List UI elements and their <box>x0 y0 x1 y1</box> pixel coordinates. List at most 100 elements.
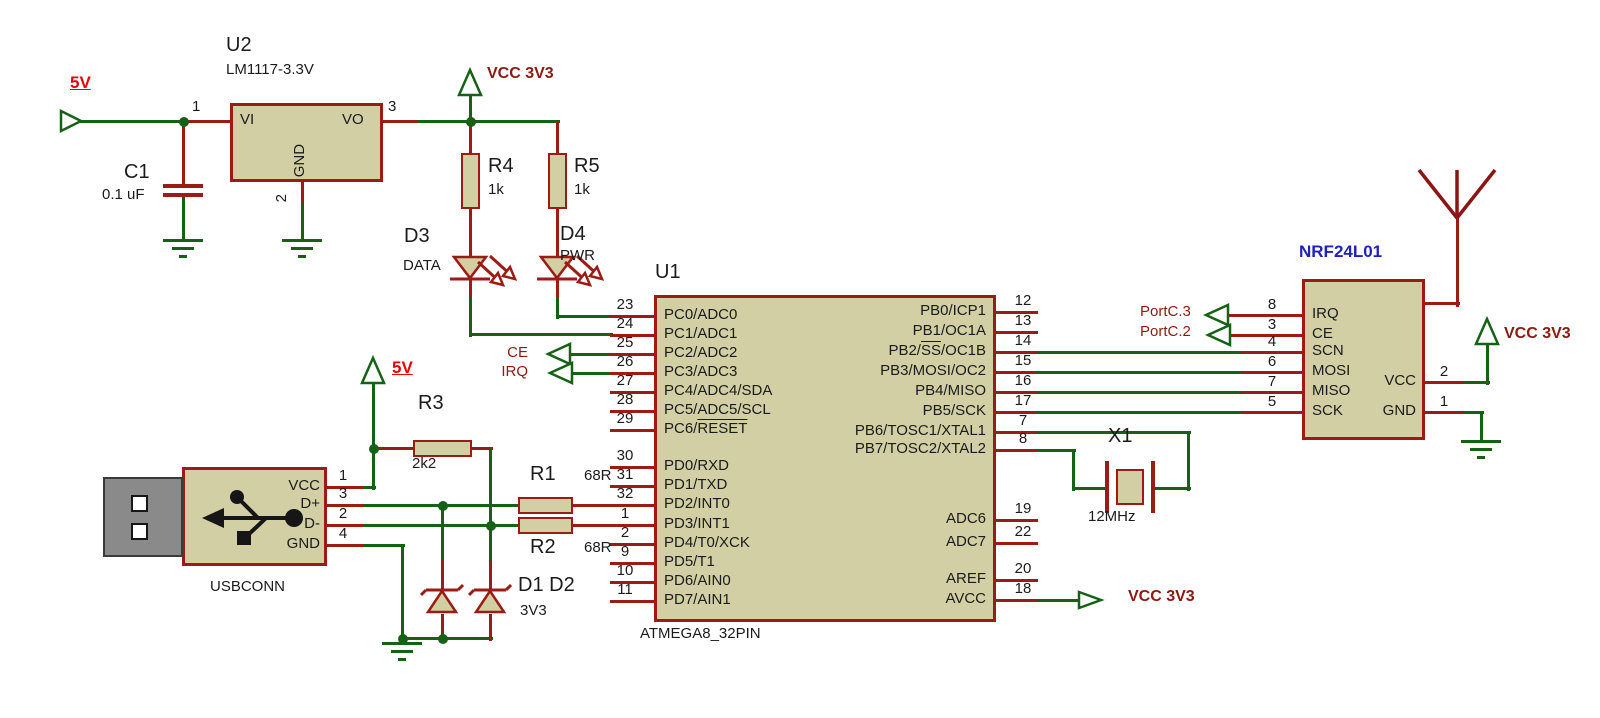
u1-pin-name: PC3/ADC3 <box>664 363 738 380</box>
u1-left-pin <box>610 429 657 432</box>
d1-d2-value: 3V3 <box>520 602 547 619</box>
u1-right-pin <box>996 599 1038 602</box>
wire-segment <box>573 504 613 507</box>
wire-segment <box>1460 381 1490 384</box>
u1-pin-number: 22 <box>1014 523 1032 540</box>
u1-pin-number: 7 <box>1018 412 1028 429</box>
u1-pin-number: 27 <box>616 372 634 389</box>
u1-pin-name: PC6/RESET <box>664 420 748 437</box>
usb-pin-name: D+ <box>300 495 320 512</box>
terminal-ce[interactable] <box>544 342 572 367</box>
r2-ref: R2 <box>530 536 556 558</box>
wire-segment <box>570 353 613 356</box>
wire-segment <box>301 204 304 242</box>
nrf-left-pin <box>1242 351 1305 354</box>
net-label-portc2: PortC.2 <box>1140 323 1191 340</box>
wire-segment <box>556 298 559 319</box>
net-label-portc3: PortC.3 <box>1140 303 1191 320</box>
u1-left-pin <box>610 543 657 546</box>
led-d4[interactable] <box>535 253 605 289</box>
usb-pin-name: D- <box>304 515 320 532</box>
usb-plug[interactable] <box>103 477 183 557</box>
wire-segment <box>1072 450 1075 491</box>
wire-segment <box>372 448 375 490</box>
wire-segment <box>1456 216 1459 307</box>
u1-ref: U1 <box>655 261 681 283</box>
wire-segment <box>373 447 416 450</box>
u1-pin-name: PB2/SS/OC1B <box>888 342 986 359</box>
capacitor-c1-plate[interactable] <box>163 184 203 188</box>
terminal-portc3[interactable] <box>1202 303 1230 328</box>
u1-pin-number: 32 <box>616 485 634 502</box>
wire-segment <box>469 280 472 301</box>
junction-dot <box>179 117 189 127</box>
nrf-pin-number: 8 <box>1267 296 1277 313</box>
x1-value: 12MHz <box>1088 508 1136 525</box>
r1-ref: R1 <box>530 463 556 485</box>
resistor-r5[interactable] <box>548 153 567 209</box>
u1-pin-name: PD3/INT1 <box>664 515 730 532</box>
wire-segment <box>372 384 375 451</box>
u1-left-pin <box>610 581 657 584</box>
wire-segment <box>441 560 444 591</box>
wire-segment <box>1035 431 1191 434</box>
u1-right-pin <box>996 411 1038 414</box>
d1-d2-ref: D1 D2 <box>518 574 575 596</box>
resistor-r3[interactable] <box>413 440 472 457</box>
ground-c1-bar <box>172 247 194 250</box>
terminal-portc2[interactable] <box>1204 323 1232 348</box>
wire-segment <box>182 196 185 242</box>
power-arrow-vcc3v3[interactable] <box>457 66 483 98</box>
wire-segment <box>1230 334 1245 337</box>
crystal-x1-plate[interactable] <box>1151 461 1155 513</box>
crystal-x1-body[interactable] <box>1116 469 1144 505</box>
u1-right-pin <box>996 519 1038 522</box>
d4-ref: D4 <box>560 223 586 245</box>
u1-mcu-body[interactable] <box>654 295 996 622</box>
u1-pin-number: 31 <box>616 466 634 483</box>
usb-pin <box>327 504 363 507</box>
power-arrow-5v-usb[interactable] <box>360 354 386 386</box>
nrf24l01-body[interactable] <box>1302 279 1425 440</box>
wire-segment <box>556 280 559 301</box>
nrf-left-pin <box>1242 314 1305 317</box>
resistor-r1[interactable] <box>518 497 573 514</box>
wire-segment <box>418 120 473 123</box>
c1-value: 0.1 uF <box>102 186 145 203</box>
wire-segment <box>469 96 472 124</box>
usb-pin <box>327 544 363 547</box>
u2-pin-name: VI <box>240 111 255 128</box>
ground-u2-bar <box>282 239 322 242</box>
u1-pin-number: 18 <box>1014 580 1032 597</box>
u2-regulator-body[interactable] <box>230 103 383 182</box>
wire-segment <box>489 525 492 565</box>
u1-left-pin <box>610 466 657 469</box>
led-d3[interactable] <box>448 253 518 289</box>
nrf-pin-number: 6 <box>1267 353 1277 370</box>
zener-d1[interactable] <box>419 583 465 616</box>
resistor-r4[interactable] <box>461 153 480 209</box>
u1-pin-name: ADC6 <box>945 510 986 527</box>
wire-segment <box>573 524 613 527</box>
u1-pin-name: ADC7 <box>945 533 986 550</box>
u1-pin-number: 30 <box>616 447 634 464</box>
antenna-icon[interactable] <box>1407 162 1507 226</box>
u1-left-pin <box>610 600 657 603</box>
ground-nrf-bar <box>1470 448 1492 451</box>
u1-left-pin <box>610 391 657 394</box>
power-arrow-vcc3v3-nrf[interactable] <box>1474 315 1500 347</box>
u1-pin-number: 14 <box>1014 332 1032 349</box>
nrf-pin-name: IRQ <box>1312 305 1339 322</box>
net-flag-5v: 5V <box>70 73 91 92</box>
resistor-r2[interactable] <box>518 517 573 534</box>
u1-pin-number: 23 <box>616 296 634 313</box>
wire-segment <box>470 333 613 336</box>
junction-dot <box>438 501 448 511</box>
terminal-irq[interactable] <box>546 361 574 386</box>
crystal-x1-plate[interactable] <box>1105 461 1109 513</box>
wire-segment <box>489 448 492 528</box>
zener-d2[interactable] <box>467 583 513 616</box>
capacitor-c1-plate[interactable] <box>163 193 203 197</box>
terminal-avcc-vcc3v3[interactable] <box>1077 590 1105 612</box>
input-terminal-5v[interactable] <box>58 108 84 134</box>
